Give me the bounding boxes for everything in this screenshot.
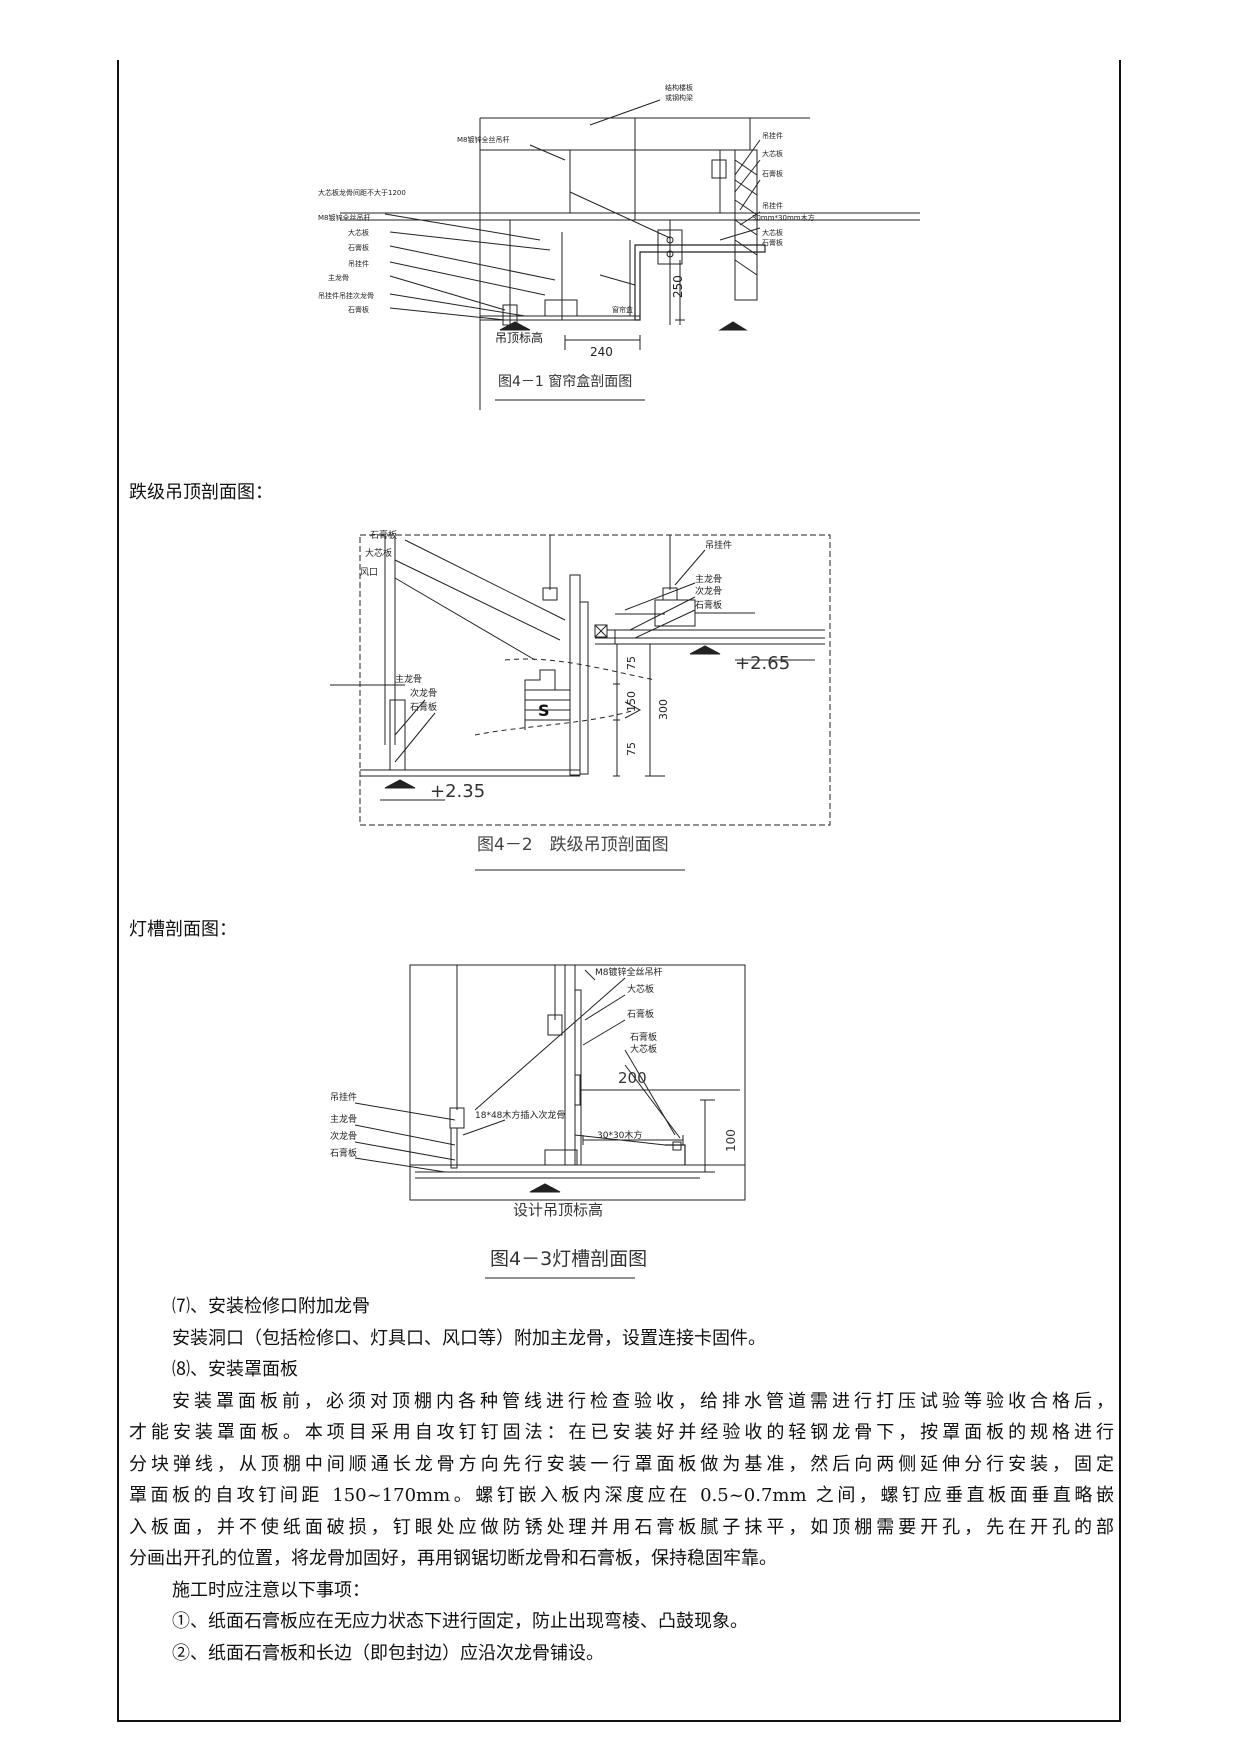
figure-drop-ceiling-section: 石膏板 大芯板 风口 吊挂件 主龙骨 次龙骨 石膏板 主龙骨 次龙骨 石膏板 +… xyxy=(330,529,831,871)
label-rod: M8镀锌全丝吊杆 xyxy=(457,135,510,144)
item-7-title: ⑺、安装检修口附加龙骨 xyxy=(172,1296,370,1317)
label-hanger: 吊挂件 xyxy=(330,1091,357,1103)
item-8-line-4: 罩面板的自攻钉间距 150~170mm。螺钉嵌入板内深度应在 0.5~0.7mm… xyxy=(129,1485,1114,1506)
label-sub-keel-left: 次龙骨 xyxy=(410,687,437,699)
label-struct-slab: 结构楼板 xyxy=(665,83,693,92)
label-ceiling-elevation: 吊顶标高 xyxy=(495,330,543,345)
label-sub-keel: 次龙骨 xyxy=(330,1130,357,1142)
label-wood-30: 30*30木方 xyxy=(597,1129,642,1141)
fig2-caption: 图4－2 跌级吊顶剖面图 xyxy=(477,835,669,855)
label-rod: M8镀锌全丝吊杆 xyxy=(595,966,663,978)
label-sub-keel-right: 次龙骨 xyxy=(695,585,722,597)
item-8-line-5: 入板面，并不使纸面破损，钉眼处应做防锈处理并用石膏板腻子抹平，如顶棚需要开孔，先… xyxy=(129,1516,1114,1538)
item-8-title: ⑻、安装罩面板 xyxy=(172,1359,298,1380)
label-gypsum-left: 石膏板 xyxy=(330,1147,357,1159)
label-main-keel-left: 主龙骨 xyxy=(395,673,422,685)
dim-100: 100 xyxy=(724,1129,738,1152)
label-gypsum-right: 石膏板 xyxy=(695,599,722,611)
label-hanger-right-2: 吊挂件 xyxy=(762,201,783,210)
label-struct-beam: 或钢构梁 xyxy=(665,93,693,102)
label-gypsum-right: 石膏板 xyxy=(762,169,783,178)
note-2: ②、纸面石膏板和长边（即包封边）应沿次龙骨铺设。 xyxy=(172,1642,604,1664)
label-main-keel-right: 主龙骨 xyxy=(695,573,722,585)
label-s-mark: S xyxy=(538,701,550,720)
label-wood-18: 18*48木方插入次龙骨 xyxy=(475,1109,565,1121)
label-core-board: 大芯板 xyxy=(627,983,654,995)
item-7-body: 安装洞口（包括检修口、灯具口、风口等）附加主龙骨，设置连接卡固件。 xyxy=(172,1327,766,1349)
dim-250: 250 xyxy=(671,275,685,298)
figure-light-trough-section: M8镀锌全丝吊杆 大芯板 石膏板 石膏板 大芯板 30*30木方 18*48木方… xyxy=(330,964,746,1279)
dim-300: 300 xyxy=(657,699,670,720)
label-air-vent: 风口 xyxy=(360,567,378,578)
heading-light-trough: 灯槽剖面图： xyxy=(129,919,237,940)
item-8-line-2: 才能安装罩面板。本项目采用自攻钉钉固法：在已安装好并经验收的轻钢龙骨下，按罩面板… xyxy=(129,1422,1114,1443)
label-gypsum-left: 石膏板 xyxy=(410,701,437,713)
label-gypsum: 石膏板 xyxy=(370,529,397,541)
label-wood-batten: 30mm*30mm木方 xyxy=(752,213,815,222)
fig3-caption: 图4－3灯槽剖面图 xyxy=(490,1248,647,1270)
label-hanger-right: 吊挂件 xyxy=(762,131,783,140)
fig1-caption: 图4－1 窗帘盒剖面图 xyxy=(498,373,632,390)
item-8-line-6: 分画出开孔的位置，将龙骨加固好，再用钢锯切断龙骨和石膏板，保持稳固牢靠。 xyxy=(129,1548,777,1569)
item-8-line-3: 分块弹线，从顶棚中间顺通长龙骨方向先行安装一行罩面板做为基准，然后向两侧延伸分行… xyxy=(129,1453,1114,1475)
document-frame xyxy=(117,60,1121,1722)
label-core-left: 大芯板 xyxy=(348,228,369,237)
dim-200: 200 xyxy=(618,1069,647,1087)
label-core-board: 大芯板 xyxy=(365,547,392,559)
label-gypsum-left-2: 石膏板 xyxy=(348,305,369,314)
label-curtain-box: 窗帘盒 xyxy=(612,305,633,314)
label-main-keel: 主龙骨 xyxy=(328,273,349,282)
label-hanger-left: 吊挂件 xyxy=(348,259,369,268)
label-gypsum-right-2: 石膏板 xyxy=(762,238,783,247)
dim-75-top: 75 xyxy=(625,656,638,670)
label-gypsum-left: 石膏板 xyxy=(348,243,369,252)
label-elevation-high: +2.65 xyxy=(735,653,790,674)
label-core-right: 大芯板 xyxy=(762,149,783,158)
label-sub-keel: 吊挂件吊挂次龙骨 xyxy=(318,291,374,300)
item-8-line-1: 安装罩面板前，必须对顶棚内各种管线进行检查验收，给排水管道需进行打压试验等验收合… xyxy=(172,1390,1114,1412)
dim-240: 240 xyxy=(590,345,613,359)
label-core-board-2: 大芯板 xyxy=(630,1043,657,1055)
dim-150: 150 xyxy=(625,691,638,712)
figure-curtain-box-section: 结构楼板 或钢构梁 M8镀锌全丝吊杆 吊挂件 大芯板 石膏板 吊挂件 30mm*… xyxy=(318,83,920,410)
note-1: ①、纸面石膏板应在无应力状态下进行固定，防止出现弯棱、凸鼓现象。 xyxy=(172,1611,748,1632)
label-core-right-2: 大芯板 xyxy=(762,228,783,237)
label-hanger: 吊挂件 xyxy=(705,539,732,551)
label-gypsum: 石膏板 xyxy=(627,1008,654,1020)
label-gypsum-2: 石膏板 xyxy=(630,1031,657,1043)
notes-intro: 施工时应注意以下事项： xyxy=(172,1579,370,1601)
label-main-keel: 主龙骨 xyxy=(330,1113,357,1125)
label-design-elevation: 设计吊顶标高 xyxy=(513,1201,603,1219)
label-elevation-low: +2.35 xyxy=(430,781,485,802)
label-rod-2: M8镀锌全丝吊杆 xyxy=(318,213,371,222)
dim-75-bottom: 75 xyxy=(625,742,638,756)
body-text: ⑺、安装检修口附加龙骨 安装洞口（包括检修口、灯具口、风口等）附加主龙骨，设置连… xyxy=(129,1291,1114,1669)
label-spacing: 大芯板龙骨间距不大于1200 xyxy=(318,188,406,197)
heading-drop-ceiling: 跌级吊顶剖面图： xyxy=(129,482,273,503)
